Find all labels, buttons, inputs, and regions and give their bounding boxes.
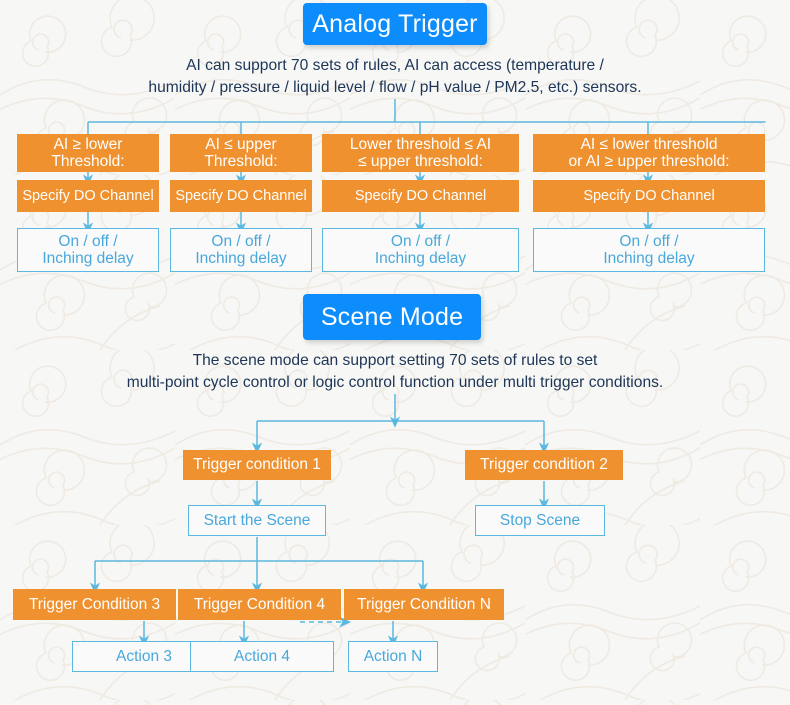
scene-start-the-scene: Start the Scene: [188, 505, 326, 536]
analog-trigger-description: AI can support 70 sets of rules, AI can …: [148, 57, 642, 97]
analog-condition-1: AI ≥ lower Threshold:: [17, 134, 159, 172]
scene-mode-header: Scene Mode: [303, 294, 481, 340]
scene-action-n: Action N: [348, 641, 438, 672]
analog-specify-do-channel-2: Specify DO Channel: [170, 180, 312, 212]
scene-trigger-condition-1: Trigger condition 1: [183, 450, 331, 480]
scene-mode-description: The scene mode can support setting 70 se…: [126, 352, 664, 392]
scene-trigger-condition-4: Trigger Condition 4: [178, 589, 341, 620]
analog-specify-do-channel-4: Specify DO Channel: [533, 180, 765, 212]
analog-result-3: On / off / Inching delay: [322, 228, 519, 272]
analog-result-1: On / off / Inching delay: [17, 228, 159, 272]
analog-condition-4: AI ≤ lower threshold or AI ≥ upper thres…: [533, 134, 765, 172]
analog-condition-3: Lower threshold ≤ AI ≤ upper threshold:: [322, 134, 519, 172]
analog-trigger-header: Analog Trigger: [303, 3, 487, 45]
scene-action-4: Action 4: [190, 641, 334, 672]
scene-trigger-condition-2: Trigger condition 2: [465, 450, 623, 480]
analog-result-2: On / off / Inching delay: [170, 228, 312, 272]
analog-result-4: On / off / Inching delay: [533, 228, 765, 272]
scene-trigger-condition-3: Trigger Condition 3: [13, 589, 176, 620]
scene-trigger-condition-n: Trigger Condition N: [344, 589, 504, 620]
analog-specify-do-channel-1: Specify DO Channel: [17, 180, 159, 212]
scene-stop-scene: Stop Scene: [475, 505, 605, 536]
analog-specify-do-channel-3: Specify DO Channel: [322, 180, 519, 212]
analog-condition-2: AI ≤ upper Threshold:: [170, 134, 312, 172]
